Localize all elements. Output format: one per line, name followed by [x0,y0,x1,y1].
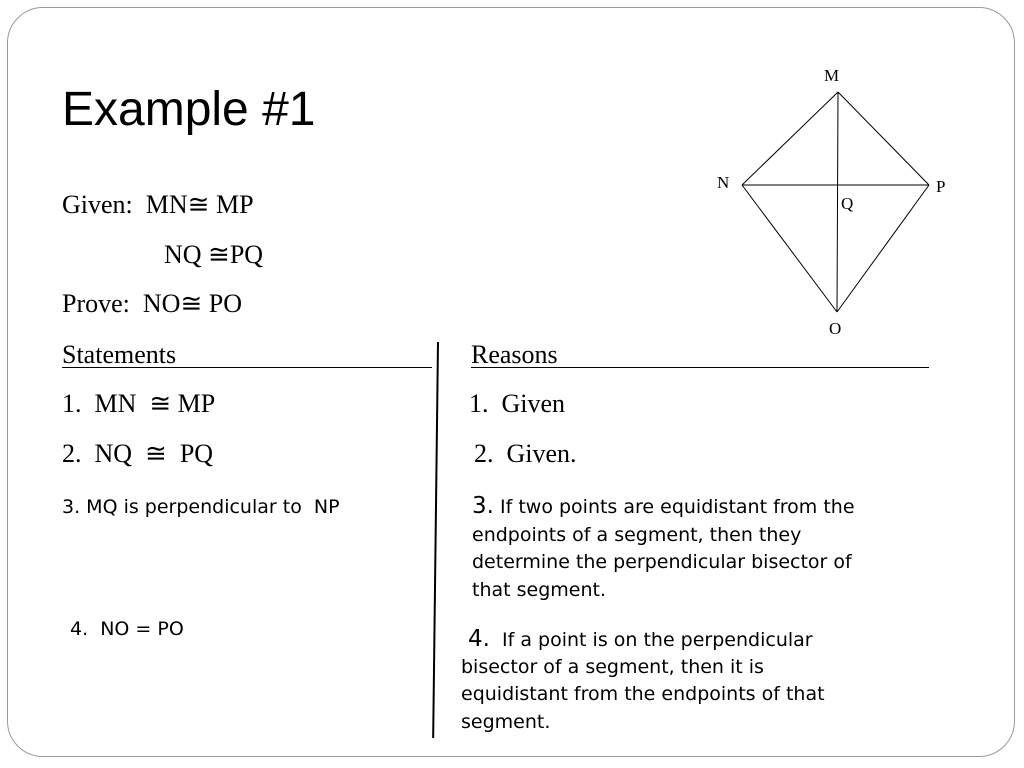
statement-2: 2. NQ ≅ PQ [62,439,214,468]
prove-label: Prove: [62,289,130,318]
slide-title: Example #1 [62,83,316,136]
reason-4-line-2: bisector of a segment, then it is [461,656,764,678]
reason-4-line-1: 4. If a point is on the perpendicular [468,626,813,654]
reasons-header-underline [471,367,929,368]
segment-no [741,184,838,313]
reason-3-number: 3. [472,493,494,519]
statement-1: 1. MN ≅ MP [62,389,216,418]
label-n: N [717,173,729,192]
reason-4-number: 4. [468,626,490,652]
segment-mp [837,91,930,186]
reasons-header: Reasons [471,340,558,369]
statements-header: Statements [62,340,177,369]
statement-4: 4. NO = PO [70,618,184,640]
label-m: M [824,66,839,85]
reason-3-line-1: 3. If two points are equidistant from th… [472,493,855,521]
label-o: O [829,319,841,338]
given-line-1: Given: MN≅ MP [62,192,254,218]
prove-statement: NO≅ PO [142,289,242,318]
reason-3-line-3: determine the perpendicular bisector of [472,551,852,573]
reason-1: 1. Given [469,389,566,418]
slide-frame [7,7,1015,757]
reason-4-line-4: segment. [461,711,551,733]
label-q: Q [841,194,853,213]
reason-3-line-4: that segment. [472,579,607,601]
segment-po [836,184,930,313]
statements-header-underline [62,367,432,368]
label-p: P [936,177,945,196]
reason-4-line-3: equidistant from the endpoints of that [461,683,825,705]
statement-3-number: 3. [62,496,81,518]
reason-3-text-1: If two points are equidistant from the [493,496,855,518]
statement-3: 3. MQ is perpendicular to NP [62,494,340,521]
given-label: Given: [62,190,133,219]
given-statement-1: MN≅ MP [145,190,254,219]
prove-line: Prove: NO≅ PO [62,291,242,317]
statement-3-text: MQ is perpendicular to NP [80,496,340,518]
reason-3-line-2: endpoints of a segment, then they [472,524,802,546]
reason-2: 2. Given. [474,439,577,468]
kite-diagram: M N P Q O [717,66,945,338]
reason-4-text-1: If a point is on the perpendicular [489,629,813,651]
given-statement-2: NQ ≅PQ [164,240,264,269]
segment-mn [741,91,839,186]
segment-mo [836,91,839,313]
